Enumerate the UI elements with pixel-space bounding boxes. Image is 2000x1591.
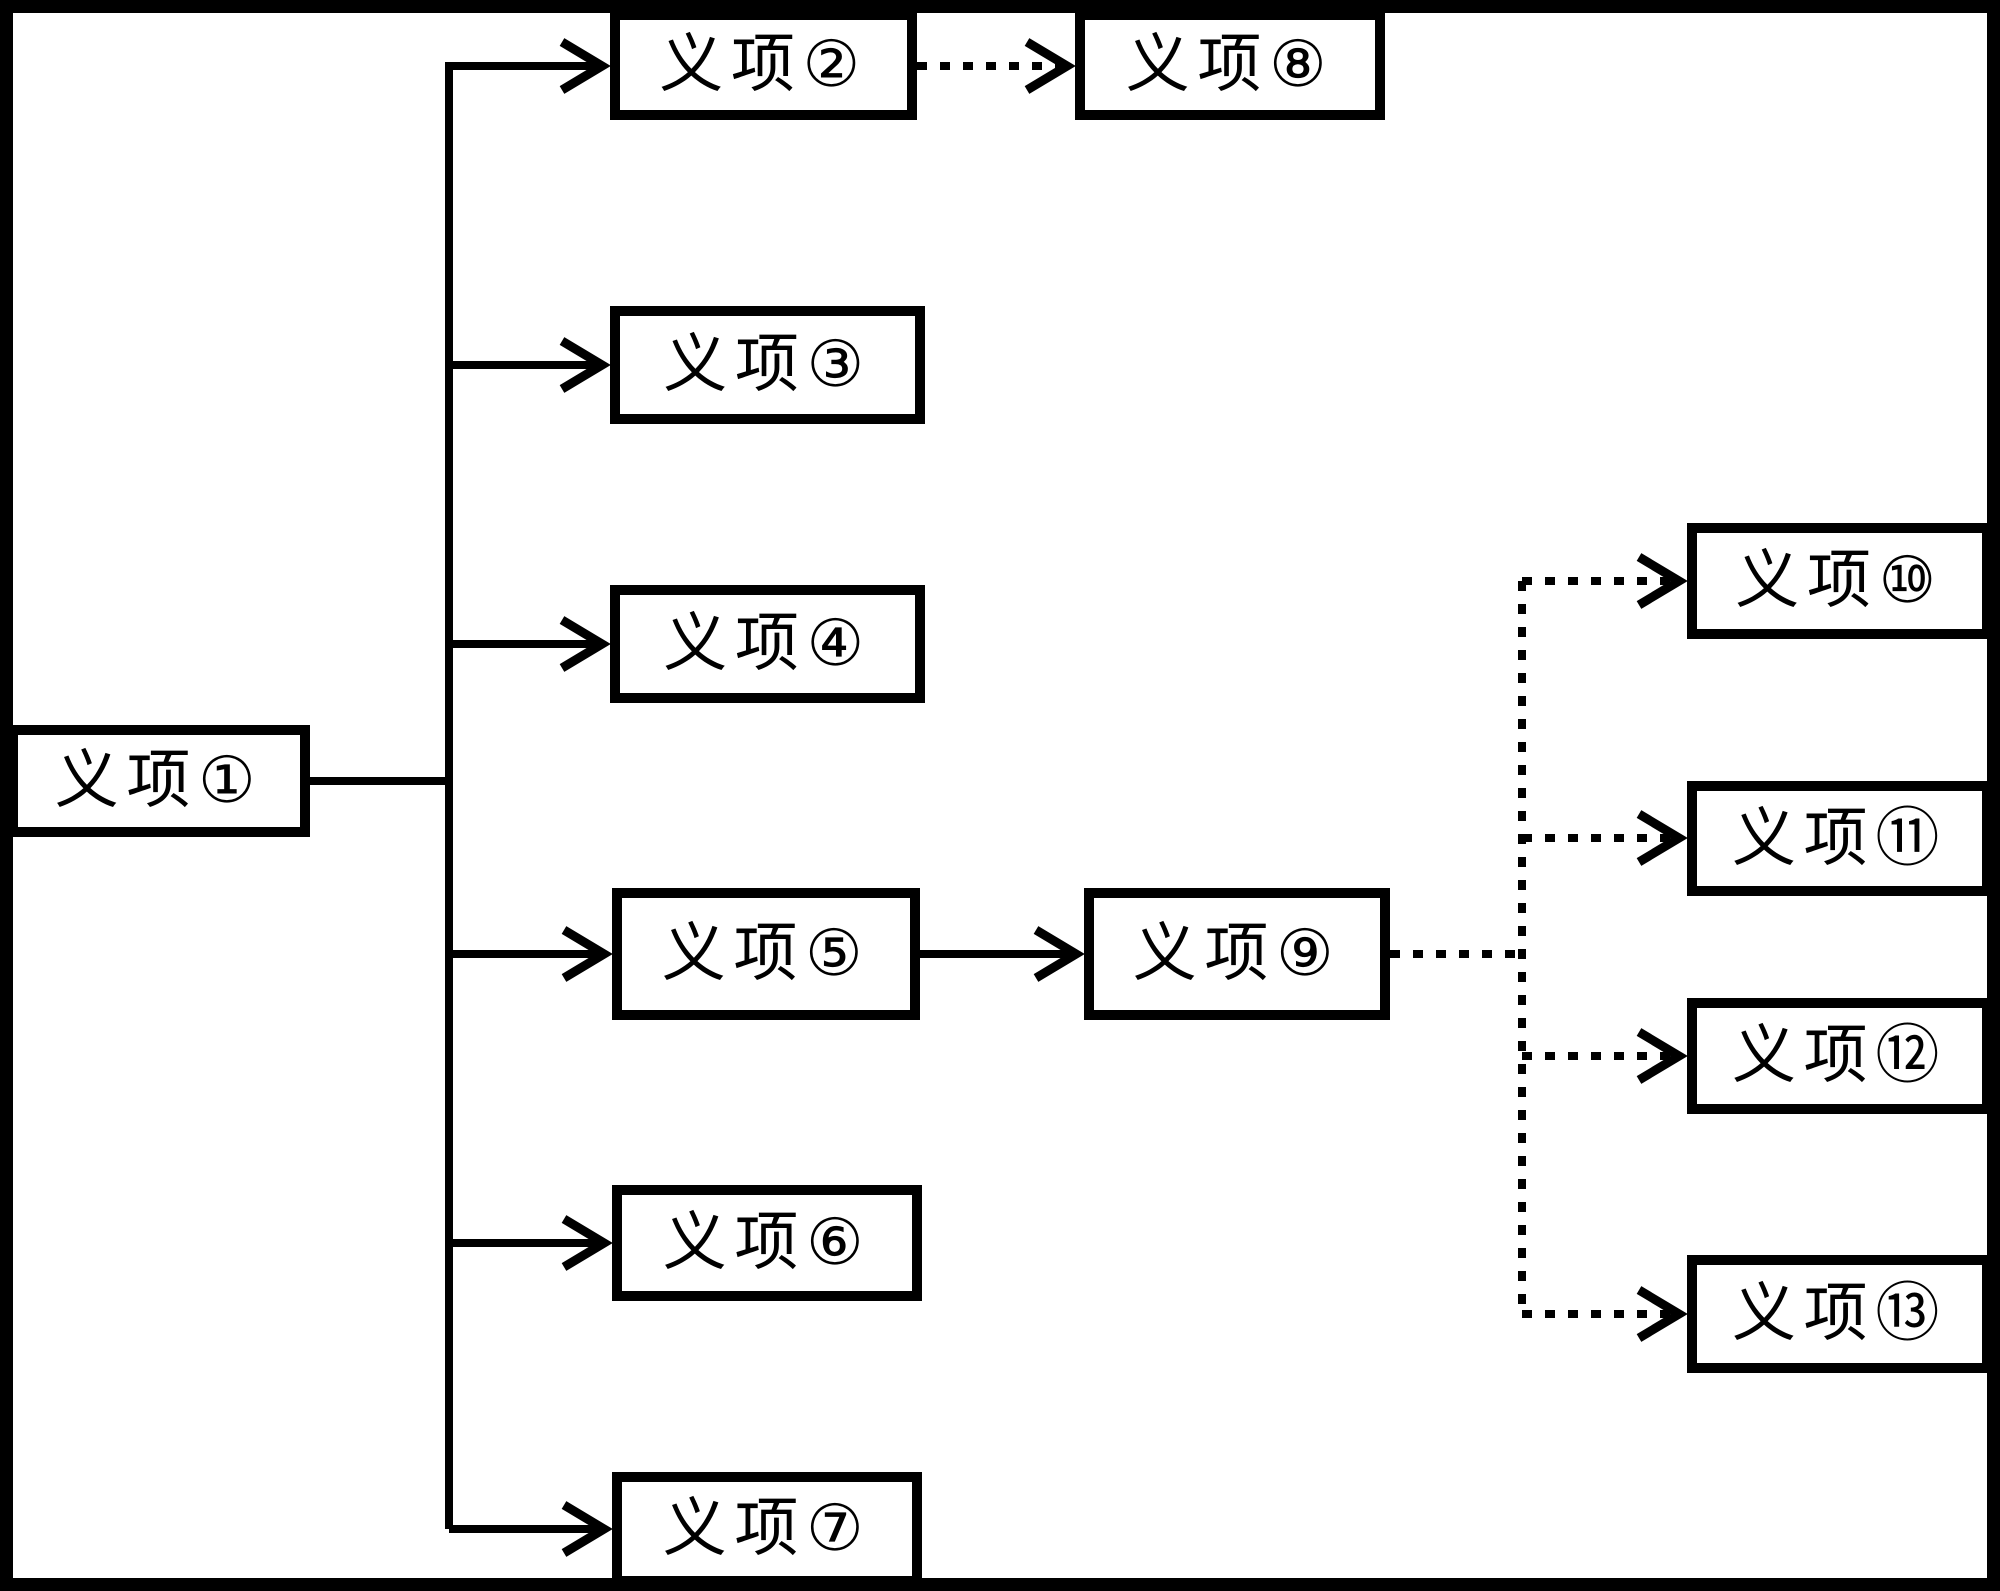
node-yixiang-12: 义项⑫ xyxy=(1687,998,1992,1114)
node-yixiang-11: 义项⑪ xyxy=(1687,781,1992,896)
node-yixiang-10: 义项⑩ xyxy=(1687,523,1992,639)
node-yixiang-6: 义项⑥ xyxy=(612,1185,922,1301)
node-yixiang-8: 义项⑧ xyxy=(1075,10,1385,120)
node-yixiang-9: 义项⑨ xyxy=(1084,888,1390,1020)
solid-edges xyxy=(310,62,1074,1529)
node-yixiang-5: 义项⑤ xyxy=(612,888,920,1020)
node-yixiang-7: 义项⑦ xyxy=(612,1472,922,1586)
dotted-edges xyxy=(917,66,1677,1314)
node-yixiang-3: 义项③ xyxy=(610,306,925,424)
node-yixiang-2: 义项② xyxy=(610,10,917,120)
node-yixiang-1: 义项① xyxy=(8,725,310,837)
node-yixiang-13: 义项⑬ xyxy=(1687,1255,1992,1373)
node-yixiang-4: 义项④ xyxy=(610,585,925,703)
